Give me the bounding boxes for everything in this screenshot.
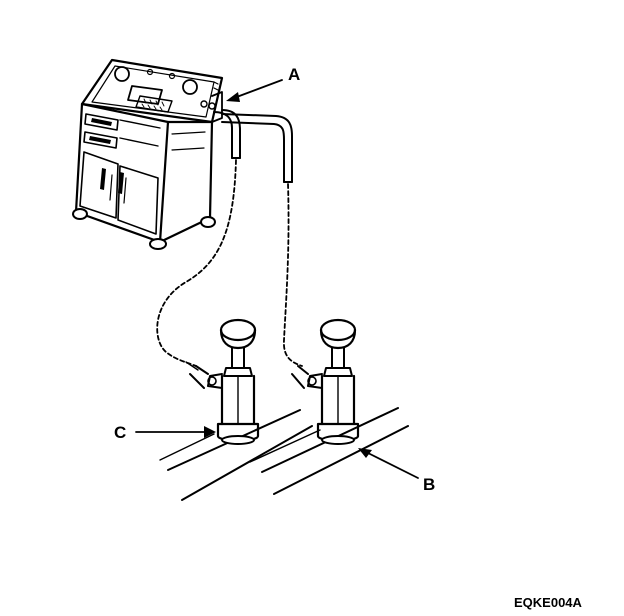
callout-leader-a [226, 79, 283, 102]
figure-id: EQKE004A [514, 595, 583, 610]
hose-assembly [156, 109, 303, 367]
callout-label-c: C [114, 423, 126, 442]
callout-label-b: B [423, 475, 435, 494]
callout-leader-c [135, 426, 216, 438]
hydraulic-cylinder-b [291, 318, 360, 445]
callout-leader-b [358, 448, 419, 479]
hydraulic-cylinder-c [185, 318, 260, 445]
callout-label-a: A [288, 65, 300, 84]
test-console [72, 58, 224, 250]
